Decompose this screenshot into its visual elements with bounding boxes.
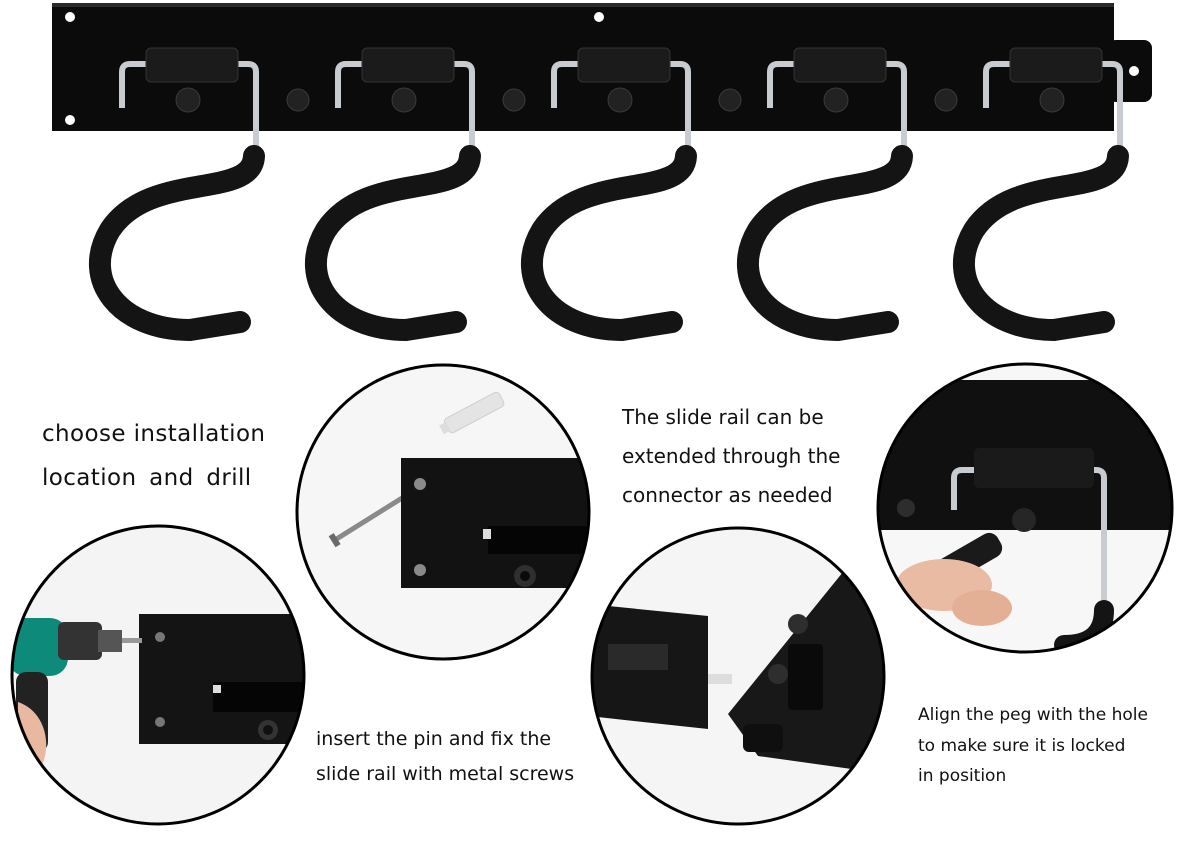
step-extend-rail-photo <box>588 524 888 828</box>
spare-peg <box>502 88 526 112</box>
spare-peg <box>718 88 742 112</box>
hook <box>304 47 481 342</box>
wall-anchor <box>439 391 505 435</box>
spare-peg <box>934 88 958 112</box>
peg-in-hand <box>896 532 1012 626</box>
caption-line: in position <box>918 766 1007 787</box>
step-insert-pin-photo <box>293 362 593 662</box>
hook <box>88 47 265 342</box>
caption-line: The slide rail can be <box>622 405 824 429</box>
caption-insert-pin: insert the pin and fix the slide rail wi… <box>316 722 574 792</box>
caption-align-peg: Align the peg with the hole to make sure… <box>918 700 1148 792</box>
step-drill-photo <box>8 522 308 828</box>
hook <box>736 47 913 342</box>
caption-line: location and drill <box>42 464 252 491</box>
rail-screw-hole <box>65 12 75 22</box>
tool-rack-rail-photo <box>52 3 1152 342</box>
rail-screw-hole <box>65 115 75 125</box>
caption-drill: choose installation location and drill <box>42 413 265 500</box>
spare-peg <box>286 88 310 112</box>
rail-screw-hole <box>594 12 604 22</box>
caption-line: to make sure it is locked <box>918 735 1126 756</box>
hook <box>952 47 1129 342</box>
caption-line: insert the pin and fix the <box>316 728 552 750</box>
step-align-peg-photo <box>874 360 1176 656</box>
caption-line: connector as needed <box>622 483 833 507</box>
hook <box>520 47 697 342</box>
metal-screw <box>328 495 404 548</box>
caption-extend-rail: The slide rail can be extended through t… <box>622 398 840 515</box>
caption-line: slide rail with metal screws <box>316 763 575 786</box>
rail-plate <box>139 614 304 744</box>
rail-plate <box>401 458 589 588</box>
caption-line: Align the peg with the hole <box>918 705 1148 725</box>
caption-line: extended through the <box>622 444 841 468</box>
caption-line: choose installation <box>42 421 266 447</box>
